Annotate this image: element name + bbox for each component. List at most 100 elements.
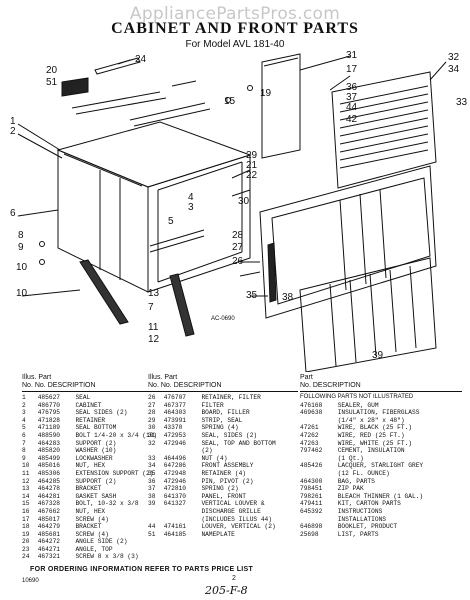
part-description: RETAINER (4): [201, 469, 246, 477]
part-description: SEAL BOTTOM: [75, 424, 117, 432]
watermark: AppliancePartsPros.com: [129, 4, 341, 24]
callout-5: 5: [168, 216, 174, 227]
part-description: SPRING (4): [201, 424, 239, 432]
part-number: 476795: [37, 409, 60, 417]
part-description: VERTICAL LOUVER &: [201, 500, 265, 508]
discharge-grille: [299, 257, 437, 372]
part-description: INSTRUCTIONS: [337, 507, 383, 515]
part-number: 471189: [37, 424, 60, 432]
illus-number: 26: [148, 394, 156, 401]
callout-22: 22: [246, 170, 258, 181]
part-description: WASHER (10): [75, 447, 117, 455]
callout-34: 34: [448, 64, 460, 75]
part-description: SEALER, GUM: [337, 401, 379, 409]
part-number: 467321: [37, 553, 60, 561]
part-number: 472953: [163, 431, 186, 439]
part-description: CEMENT, INSULATION: [337, 447, 405, 455]
callout-15: 15: [224, 96, 236, 107]
part-description: BRACKET: [75, 523, 102, 531]
part-number: 464285: [37, 477, 60, 485]
callout-11: 11: [148, 322, 159, 333]
part-number: 464496: [163, 454, 186, 462]
cabinet-right: [147, 154, 251, 293]
illus-number: 18: [22, 523, 30, 531]
legend-header-2: Illus. Part No. No. DESCRIPTION: [148, 374, 298, 392]
callout-10b: 10: [16, 288, 28, 299]
illus-number: 51: [148, 530, 156, 538]
callout-2: 2: [10, 126, 16, 137]
part-number: 467662: [37, 507, 60, 515]
part-number: 472946: [163, 439, 186, 447]
legend-row: 5 471189 SEAL BOTTOM: [22, 424, 167, 432]
page-title: CABINET AND FRONT PARTS: [111, 20, 359, 37]
part-description: EXTENSION SUPPORT (2): [75, 469, 154, 477]
part-number: 476707: [163, 394, 186, 401]
part-number: 798451: [300, 485, 323, 493]
part-description: SUPPORT (2): [75, 439, 117, 447]
callout-20: 20: [46, 65, 58, 76]
callout-38: 38: [282, 292, 294, 303]
part-number: 479411: [300, 500, 323, 508]
page-code: 10690: [22, 578, 39, 584]
legend-row: (INCLUDES ILLUS 44): [148, 516, 298, 524]
part-description: (INCLUDES ILLUS 44): [201, 515, 272, 523]
callout-37: 37: [346, 92, 358, 103]
part-number: 476168: [300, 401, 323, 409]
legend-row: 13 464278 BRACKET: [22, 485, 167, 493]
part-description: LOUVER, VERTICAL (2): [201, 523, 276, 531]
part-description: NUT, HEX: [75, 507, 106, 515]
part-description: BOLT 1/4-20 x 3/4 (10): [75, 431, 158, 439]
legend-row: 479411 KIT, CARTON PARTS: [300, 500, 462, 508]
part-number: 47263: [300, 439, 319, 447]
filter-shape: [261, 53, 301, 159]
legend-row: 10 485016 NUT, HEX: [22, 462, 167, 470]
callout-33: 33: [456, 97, 468, 108]
part-number: 464281: [37, 492, 60, 500]
legend-row: 36 472946 PIN, PIVOT (2): [148, 478, 298, 486]
illus-number: 35: [148, 469, 156, 477]
illus-number: 17: [22, 515, 30, 523]
part-description: (1 Qt.): [337, 454, 364, 462]
part-number: 47261: [300, 424, 319, 432]
part-number: 464300: [300, 477, 323, 485]
legend-row: 646898 BOOKLET, PRODUCT: [300, 523, 462, 531]
illus-number: 14: [22, 492, 30, 500]
illus-number: 24: [22, 553, 30, 561]
legend-row: INSTALLATIONS: [300, 516, 462, 524]
callout-19: 19: [260, 88, 272, 99]
illus-number: 28: [148, 409, 156, 417]
legend-row: (1 Qt.): [300, 455, 462, 463]
exploded-parts-diagram: 20 51 24 1 2 6 8 9 10 10 4 3 5 13 7 11 1…: [10, 50, 468, 372]
part-description: GASKET SASH: [75, 492, 117, 500]
legend-row: 485426 LACQUER, STARLIGHT GREY: [300, 462, 462, 470]
part-description: WIRE, BLACK (25 FT.): [337, 424, 412, 432]
part-description: (12 FL. OUNCE): [337, 469, 390, 477]
part-number: 645392: [300, 507, 323, 515]
legend-row: 798451 ZIP PAK: [300, 485, 462, 493]
part-number: 464279: [37, 523, 60, 531]
callout-42: 42: [346, 114, 358, 125]
illus-number: 16: [22, 507, 30, 515]
legend-row: 17 485017 SCREW (4): [22, 516, 167, 524]
cabinet-top: [56, 121, 252, 188]
part-description: ANGLE, TOP: [75, 545, 113, 553]
part-description: NUT, HEX: [75, 462, 106, 470]
legend-row: (2): [148, 447, 298, 455]
part-description: DISCHARGE GRILLE: [201, 507, 261, 515]
legend-row: 30 43370 SPRING (4): [148, 424, 298, 432]
part-description: NAMEPLATE: [201, 530, 235, 538]
part-description: SEAL: [75, 394, 91, 401]
part-description: SUPPORT (2): [75, 477, 117, 485]
legend-row: 14 464281 GASKET SASH: [22, 493, 167, 501]
part-description: CABINET: [75, 401, 102, 409]
illus-number: 9: [22, 454, 26, 462]
part-number: 471828: [37, 416, 60, 424]
part-description: BLEACH THINNER (1 GAL.): [337, 492, 424, 500]
illus-number: 5: [22, 424, 26, 432]
part-number: 641370: [163, 492, 186, 500]
legend-row: 35 472948 RETAINER (4): [148, 470, 298, 478]
illus-number: 10: [22, 462, 30, 470]
callout-17: 17: [346, 64, 358, 75]
legend-row: 645392 INSTRUCTIONS: [300, 508, 462, 516]
legend-row: 29 473991 STRIP, SEAL: [148, 417, 298, 425]
